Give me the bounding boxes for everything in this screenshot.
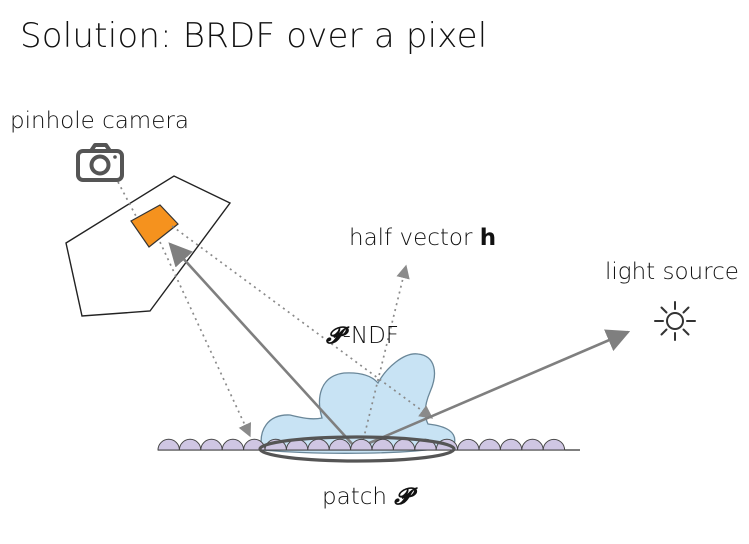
sun-icon bbox=[654, 301, 696, 341]
microfacet-bump bbox=[178, 438, 202, 451]
patch-ellipse bbox=[258, 435, 456, 463]
direction-to-light-arrow bbox=[359, 329, 631, 449]
patch-label: patch 𝓟 bbox=[322, 483, 411, 510]
ndf-label: 𝓟-NDF bbox=[326, 322, 399, 349]
microfacet-bump bbox=[457, 438, 480, 451]
microfacet-bump bbox=[221, 438, 245, 451]
camera-pixel-ray-dotted bbox=[117, 181, 138, 219]
patch-text: patch bbox=[322, 484, 387, 510]
microfacet-bump bbox=[200, 438, 223, 451]
slide-title: Solution: BRDF over a pixel bbox=[20, 16, 488, 56]
camera-label: pinhole camera bbox=[10, 108, 189, 134]
pixel-square bbox=[130, 204, 179, 248]
light-source-label: light source bbox=[605, 259, 739, 285]
microfacet-bump bbox=[542, 438, 566, 451]
camera-icon bbox=[76, 143, 124, 182]
reflection-to-camera-arrow bbox=[168, 242, 356, 448]
microfacet-bump bbox=[521, 438, 544, 451]
half-vector-label: half vector h bbox=[349, 225, 496, 251]
microfacet-bump bbox=[478, 438, 501, 451]
half-vector-arrow bbox=[361, 264, 410, 446]
microfacet-bump bbox=[157, 438, 180, 451]
microfacet-bump bbox=[499, 438, 523, 451]
half-vector-text: half vector bbox=[349, 225, 473, 251]
ndf-symbol: 𝓟 bbox=[326, 322, 343, 349]
ndf-suffix: -NDF bbox=[342, 323, 400, 349]
microfacet-surface bbox=[157, 438, 580, 451]
patch-symbol: 𝓟 bbox=[394, 483, 411, 510]
half-vector-symbol: h bbox=[479, 225, 497, 251]
